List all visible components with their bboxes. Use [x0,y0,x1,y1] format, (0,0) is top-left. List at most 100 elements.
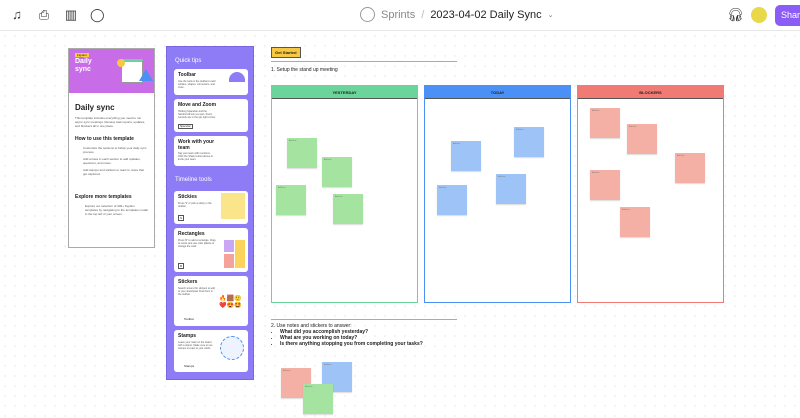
breadcrumb: Sprints / 2023-04-02 Daily Sync ⌄ [360,7,553,22]
stickers-preview: 🔥🟫🙂❤️😍🤩 [219,296,242,309]
sticky-text: Add text [592,110,600,112]
headphones-icon[interactable]: 🎧︎ [727,7,744,22]
sticky-text: Add text [453,143,461,145]
sticky-note[interactable]: Add text [627,124,657,154]
step-1: Customize the sections to follow your da… [83,146,147,154]
sticky-text: Add text [324,364,332,366]
tool-text: Search around for stickers to add to you… [178,287,215,296]
top-toolbar: ♫ ⎙ ▥ ◯ Sprints / 2023-04-02 Daily Sync … [0,0,800,31]
divider [271,61,457,62]
quick-tips-title: Quick tips [175,58,202,64]
timeline-tools-title: Timeline tools [175,177,212,183]
card-title: Daily sync [75,103,115,112]
sticky-text: Add text [622,209,630,211]
explore-text: Explore our selection of 300+ FigJam tem… [85,204,148,216]
tool-text: Leave your mark on the board with a stam… [178,341,213,350]
breadcrumb-separator: / [421,8,425,21]
sticky-note[interactable]: Add text [590,170,620,200]
file-title[interactable]: 2023-04-02 Daily Sync [430,8,542,21]
sticky-text: Add text [278,187,286,189]
column-header: BLOCKERS [578,86,723,99]
column-header: TODAY [425,86,570,99]
sticky-text: Add text [677,155,685,157]
tool-title: Stickers [178,279,198,285]
sticky-note[interactable]: Add text [514,127,544,157]
sticky-note[interactable]: Add text [276,185,306,215]
tool-title: Stamps [178,333,197,339]
sticky-note[interactable]: Add text [322,157,352,187]
sticky-preview [221,193,245,219]
figjam-badge: FigJam [75,53,89,57]
step-2: Add arrows in each section to add update… [83,157,141,165]
tip-title: Toolbar [178,72,196,78]
sticky-note[interactable]: Add text [496,174,526,204]
sticky-text: Add text [629,126,637,128]
tip-text: Holding Spacebar and the hand/scroll let… [178,110,216,119]
shortcut-key: R [178,263,185,269]
shortcut-key: Stamps [184,364,195,368]
question-list: What did you accomplish yesterday? What … [280,329,423,347]
sticky-text: Add text [283,370,291,372]
share-button[interactable]: Share [775,5,800,26]
stamp-icon[interactable]: ⎙ [38,7,50,22]
tip-title: Move and Zoom [178,102,217,108]
sticky-text: Add text [439,187,447,189]
explore-title: Explore more templates [75,194,132,200]
sticky-text: Add text [324,159,332,161]
tip-text: Use the tools in the toolbar to add stic… [178,80,216,89]
step1-text: 1. Setup the stand up meeting [271,67,338,73]
column-header: YESTERDAY [272,86,417,99]
sticky-note[interactable]: Add text [287,138,317,168]
sticky-note[interactable]: Add text [303,384,333,414]
question: What are you working on today? [280,335,423,341]
tool-title: Stickies [178,194,197,200]
breadcrumb-parent[interactable]: Sprints [381,8,416,21]
template-card: FigJam Daily sync Daily sync This templa… [68,48,155,248]
sticky-text: Add text [335,196,343,198]
how-title: How to use this template [75,136,134,142]
sticky-text: Add text [289,140,297,142]
avatar[interactable] [751,7,767,23]
template-hero: FigJam Daily sync [69,49,154,93]
stamp-wheel [220,336,244,360]
sticky-note[interactable]: Add text [620,207,650,237]
tool-text: Press 'S' or pick a sticky in the toolba… [178,202,212,208]
tip-title: Work with your team [178,139,215,151]
sticky-note[interactable]: Add text [675,153,705,183]
question: What did you accomplish yesterday? [280,329,423,335]
spacebar-key: Spacebar [178,124,193,129]
card-description: This template includes everything you ne… [75,116,146,128]
sticky-note[interactable]: Add text [451,141,481,171]
get-started-label: Get Started [271,47,301,58]
tool-title: Rectangles [178,231,205,237]
question: Is there anything stopping you from comp… [280,341,423,347]
sticky-text: Add text [305,386,313,388]
chat-icon[interactable]: ◯ [90,7,105,22]
step-3: Add stamps and stickers to react to note… [83,168,144,176]
tip-text: Tag your team with mentions. Click the S… [178,152,213,161]
sticky-note[interactable]: Add text [333,194,363,224]
layout-icon[interactable]: ▥ [64,7,78,22]
divider [271,319,457,320]
hero-title: Daily sync [75,58,92,73]
shortcut-key: Toolbar [184,317,194,321]
sticky-text: Add text [592,172,600,174]
sticky-text: Add text [498,176,506,178]
chevron-down-icon[interactable]: ⌄ [547,11,554,19]
sticky-note[interactable]: Add text [437,185,467,215]
sticky-text: Add text [516,129,524,131]
team-icon [360,7,375,22]
shortcut-key: S [178,215,185,221]
sticky-note[interactable]: Add text [590,108,620,138]
music-timer-icon[interactable]: ♫ [12,7,22,22]
tool-text: Press 'R' to add a rectangle. Drag to re… [178,239,216,248]
step2-text: 2. Use notes and stickers to answer: [271,323,352,329]
